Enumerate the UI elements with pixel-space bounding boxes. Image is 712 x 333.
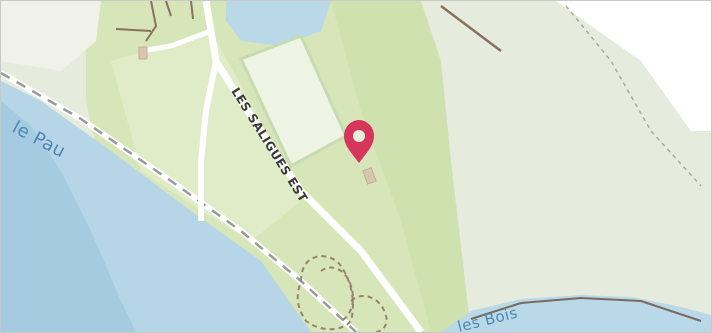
side-road[interactable] (140, 28, 212, 54)
river-channel (1, 101, 136, 332)
open-land-area (556, 1, 711, 131)
footpath-loop (350, 295, 388, 332)
stream-bank (470, 296, 702, 322)
track (115, 28, 152, 32)
track (145, 1, 158, 42)
pond (226, 1, 331, 46)
forest-edge (331, 1, 471, 332)
side-road[interactable] (198, 60, 219, 221)
track (165, 1, 172, 17)
building (138, 46, 148, 60)
map-pin-center (353, 130, 365, 142)
track (440, 5, 502, 52)
location-marker[interactable] (344, 120, 374, 163)
building (362, 167, 377, 185)
built-area (1, 1, 101, 71)
stream-water (441, 295, 711, 332)
road-les-saligues-est[interactable] (202, 1, 424, 332)
footpath-loop (320, 266, 354, 322)
railway-line-dashes (1, 71, 357, 332)
track (190, 1, 194, 20)
footpath-loop (296, 255, 354, 331)
trail (565, 5, 702, 187)
